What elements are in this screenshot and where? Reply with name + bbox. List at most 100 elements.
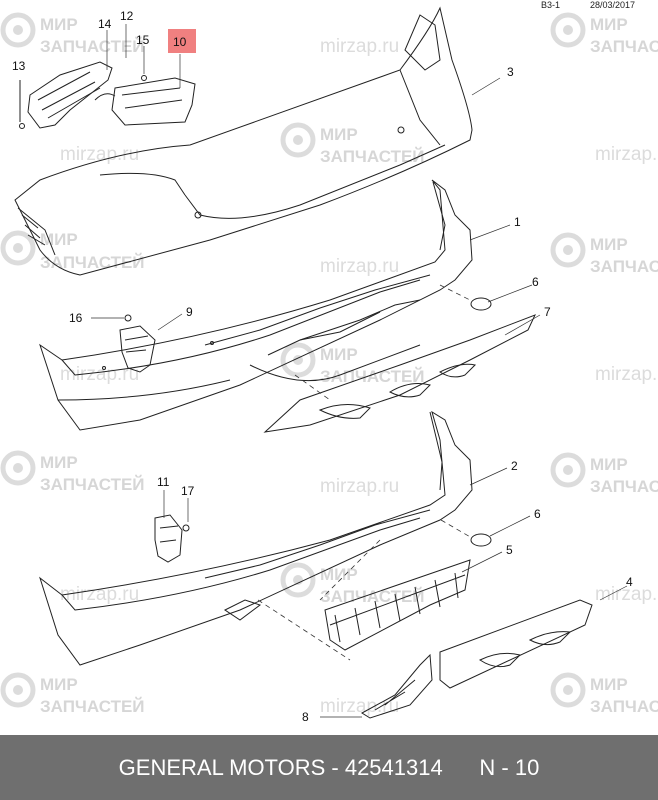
watermark-line1: МИР — [320, 565, 358, 584]
watermark-logo-icon — [0, 672, 36, 708]
watermark-line1: МИР — [320, 345, 358, 364]
watermark-logo-dot — [293, 575, 303, 585]
watermark-line1: МИР — [40, 230, 78, 249]
footer-brand: GENERAL MOTORS — [118, 754, 326, 780]
part-6-tow-cover-upper — [470, 297, 492, 311]
callout-1: 1 — [514, 215, 521, 229]
watermark-url: mirzap.ru — [595, 144, 658, 165]
watermark-logo-dot — [563, 685, 573, 695]
watermark-logo-dot — [293, 355, 303, 365]
watermark-line2: ЗАПЧАСТЕЙ — [320, 587, 425, 606]
watermark-logo-icon — [0, 450, 36, 486]
callout-12: 12 — [120, 9, 134, 23]
part-3-upper-fascia — [14, 6, 473, 276]
callout-7: 7 — [544, 305, 551, 319]
diagram-date: 28/03/2017 — [590, 0, 636, 10]
watermark-line2: ЗАПЧАСТЕЙ — [590, 257, 658, 276]
watermark-url: mirzap.ru — [320, 36, 399, 57]
footer-gap — [443, 755, 480, 781]
watermark-logo-icon — [280, 562, 316, 598]
callout-14: 14 — [98, 17, 112, 31]
watermark-logo-dot — [293, 135, 303, 145]
watermark-logo-dot — [563, 25, 573, 35]
footer-separator: - — [325, 754, 345, 780]
watermark-logo-icon — [550, 672, 586, 708]
watermark-line2: ЗАПЧАСТЕЙ — [40, 253, 145, 272]
watermark-url: mirzap.ru — [595, 364, 658, 385]
watermark-text: МИР ЗАПЧАСТЕЙ МИР ЗАПЧАСТЕЙ МИР ЗАПЧАСТЕ… — [40, 15, 658, 717]
watermark-logo-icon — [550, 232, 586, 268]
part-4-trim-panel — [439, 599, 593, 689]
callout-4: 4 — [626, 575, 633, 589]
watermark-line2: ЗАПЧАСТЕЙ — [40, 697, 145, 716]
watermark-line1: МИР — [40, 453, 78, 472]
watermark-url: mirzap.ru — [60, 144, 139, 165]
callout-11: 11 — [157, 475, 170, 489]
part-7-diffuser — [263, 299, 536, 433]
part-5-reinforcement — [324, 559, 471, 651]
leader-lines — [91, 24, 628, 718]
watermark-line1: МИР — [590, 455, 628, 474]
watermark-logo-icon — [280, 122, 316, 158]
assembly-dashed-lines — [257, 284, 473, 661]
footer-ref: N - 10 — [479, 754, 540, 780]
watermark-url: mirzap.ru — [60, 364, 139, 385]
callout-9: 9 — [186, 305, 193, 319]
sheet-code: B3-1 — [541, 0, 561, 10]
callout-6: 6 — [534, 507, 541, 521]
watermark-logos — [0, 12, 586, 708]
watermark-line2: ЗАПЧАСТЕЙ — [590, 697, 658, 716]
callout-2: 2 — [511, 459, 518, 473]
watermark-url: mirzap.ru — [320, 256, 399, 277]
watermark-logo-icon — [0, 230, 36, 266]
callout-6: 6 — [532, 275, 539, 289]
watermark-url: mirzap.ru — [595, 584, 658, 605]
part-10-bracket — [94, 75, 196, 126]
watermark-line2: ЗАПЧАСТЕЙ — [40, 475, 145, 494]
watermark-line1: МИР — [320, 125, 358, 144]
callout-8: 8 — [302, 710, 309, 724]
watermark-line2: ЗАПЧАСТЕЙ — [40, 37, 145, 56]
callout-13: 13 — [12, 59, 26, 73]
watermark-logo-dot — [13, 463, 23, 473]
watermark-logo-dot — [563, 245, 573, 255]
watermark-line1: МИР — [590, 675, 628, 694]
callout-17: 17 — [181, 484, 195, 498]
watermark-logo-dot — [13, 25, 23, 35]
watermark-url: mirzap.ru — [320, 696, 399, 717]
watermark-line2: ЗАПЧАСТЕЙ — [320, 147, 425, 166]
part-13-bracket — [19, 61, 113, 129]
watermark-logo-icon — [280, 342, 316, 378]
watermark-line1: МИР — [40, 15, 78, 34]
watermark-line2: ЗАПЧАСТЕЙ — [320, 367, 425, 386]
watermark-url: mirzap.ru — [60, 584, 139, 605]
callout-10-highlight — [168, 29, 196, 53]
watermark-url: mirzap.ru — [320, 476, 399, 497]
watermark-line1: МИР — [40, 675, 78, 694]
watermark-logo-icon — [0, 12, 36, 48]
callout-5: 5 — [506, 543, 513, 557]
part-9-bracket — [119, 314, 156, 373]
part-2-fascia — [39, 410, 473, 666]
part-1-fascia — [39, 179, 473, 431]
part-11-bracket — [154, 514, 190, 563]
watermark-line2: ЗАПЧАСТЕЙ — [590, 477, 658, 496]
callout-10: 10 — [173, 35, 187, 49]
watermark-logo-icon — [550, 12, 586, 48]
watermark-logo-dot — [563, 465, 573, 475]
watermark-logo-icon — [550, 452, 586, 488]
part-8-corner-trim — [361, 653, 433, 719]
footer-bar: GENERAL MOTORS - 42541314 N - 10 — [0, 735, 658, 800]
part-6-tow-cover-lower — [470, 533, 492, 547]
watermark-line1: МИР — [590, 235, 628, 254]
watermark-line1: МИР — [590, 15, 628, 34]
callout-3: 3 — [507, 65, 514, 79]
callout-16: 16 — [69, 311, 83, 325]
callout-15: 15 — [136, 33, 150, 47]
watermark-logo-dot — [13, 243, 23, 253]
footer-part-number: 42541314 — [344, 754, 443, 780]
callout-labels: 3 1 6 7 16 9 2 6 5 4 8 11 17 13 14 12 15… — [12, 9, 633, 724]
watermark-line2: ЗАПЧАСТЕЙ — [590, 37, 658, 56]
parts-diagram: МИР ЗАПЧАСТЕЙ МИР ЗАПЧАСТЕЙ МИР ЗАПЧАСТЕ… — [0, 6, 658, 724]
watermark-logo-dot — [13, 685, 23, 695]
